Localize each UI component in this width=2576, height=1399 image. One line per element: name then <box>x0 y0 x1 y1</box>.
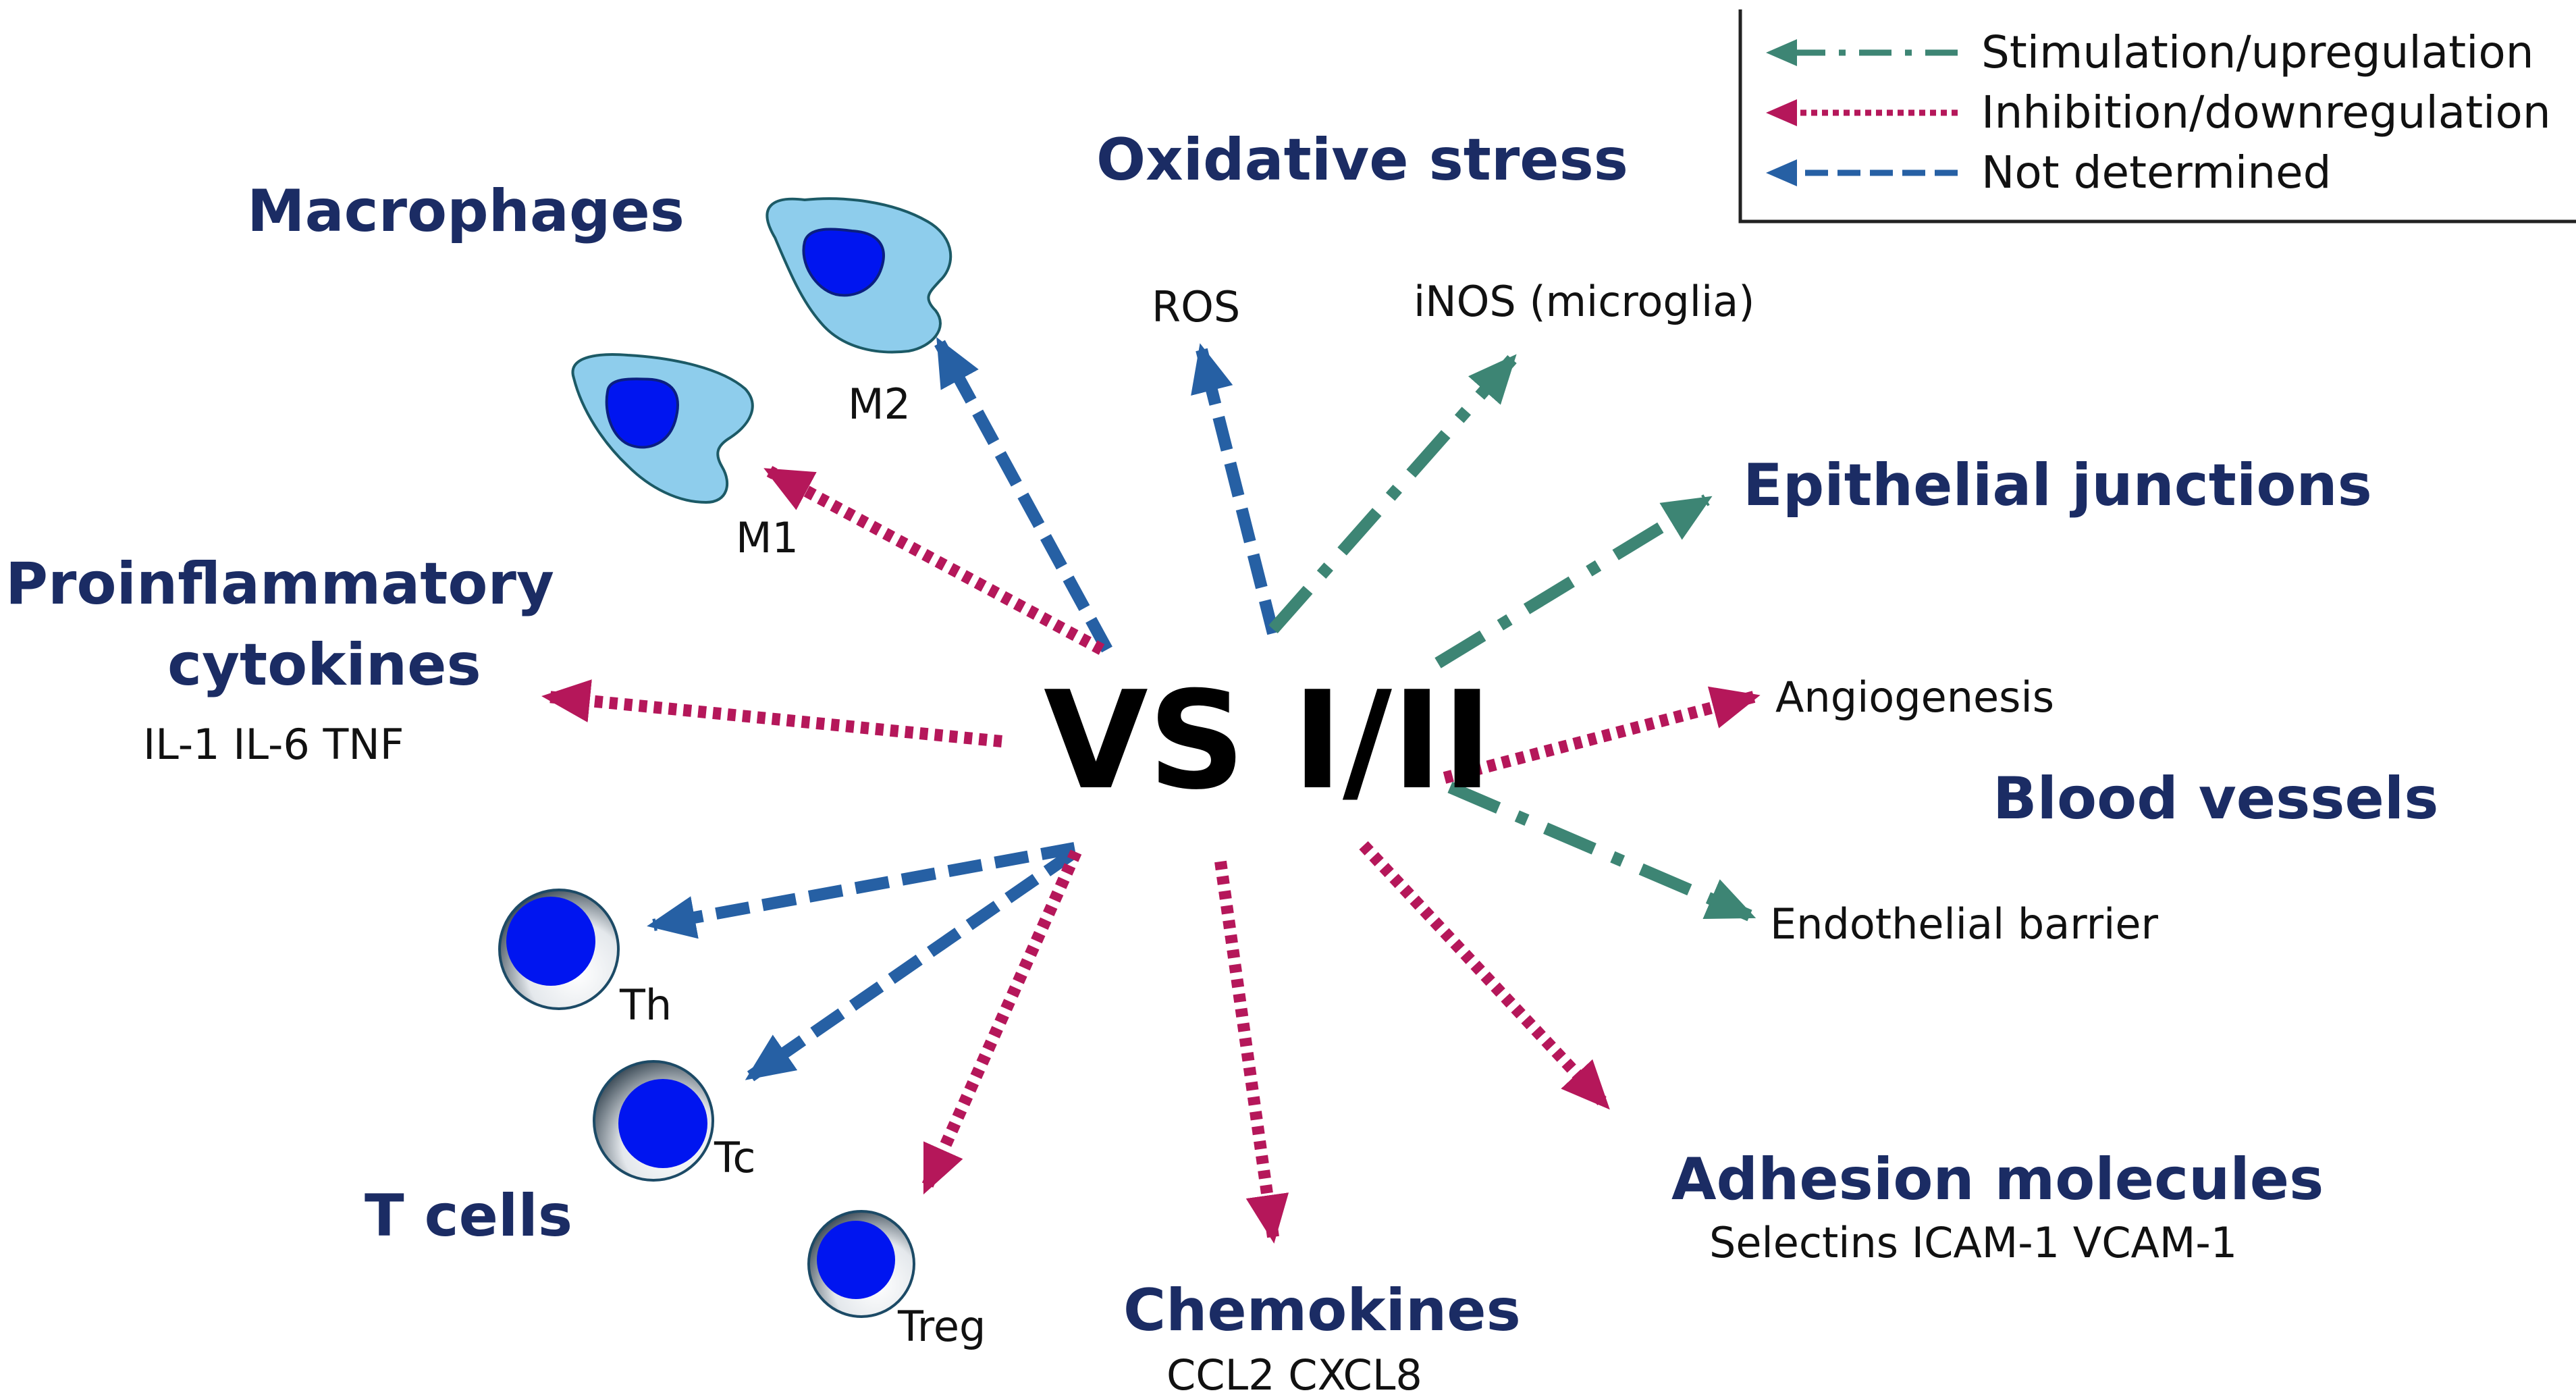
label-endothelial-barrier: Endothelial barrier <box>1770 899 2158 949</box>
arrow-to-proinflammatory-cytokines <box>541 679 1002 747</box>
center-label: VS I/II <box>1044 662 1493 820</box>
label-angiogenesis: Angiogenesis <box>1775 672 2054 722</box>
arrow-to-endothelial-barrier <box>1447 781 1756 922</box>
tc-cell-icon <box>593 1060 714 1182</box>
category-macrophages: Macrophages <box>247 178 685 245</box>
label-inos: iNOS (microglia) <box>1414 277 1754 326</box>
label-cytokine-list: IL-1 IL-6 TNF <box>143 720 404 769</box>
arrow-to-m2 <box>934 337 1112 653</box>
legend-item-not-determined: Not determined <box>1766 147 2332 199</box>
label-th: Th <box>619 980 672 1030</box>
legend-item-stimulation: Stimulation/upregulation <box>1766 26 2534 78</box>
category-proinflammatory-line2: cytokines <box>167 631 481 699</box>
arrow-to-ros <box>1191 343 1279 635</box>
arrow-to-th <box>647 842 1076 939</box>
arrow-to-m1 <box>763 466 1105 655</box>
legend: Stimulation/upregulation Inhibition/down… <box>1738 9 2576 223</box>
legend-label-not-determined: Not determined <box>1981 147 2332 199</box>
effect-arrows <box>541 337 1761 1244</box>
label-chemokine-list: CCL2 CXCL8 <box>1166 1350 1422 1399</box>
arrow-to-epithelial-junctions <box>1434 494 1713 668</box>
category-adhesion-molecules: Adhesion molecules <box>1671 1146 2324 1213</box>
arrow-to-tc <box>745 847 1079 1082</box>
macrophage-m1-cell-icon <box>571 353 754 504</box>
category-proinflammatory-line1: Proinflammatory <box>5 550 554 618</box>
category-blood-vessels: Blood vessels <box>1993 765 2438 833</box>
category-oxidative-stress: Oxidative stress <box>1096 126 1628 194</box>
category-t-cells: T cells <box>365 1182 572 1250</box>
legend-label-inhibition: Inhibition/downregulation <box>1981 86 2551 138</box>
legend-item-inhibition: Inhibition/downregulation <box>1766 86 2551 138</box>
label-tc: Tc <box>714 1133 755 1182</box>
legend-border <box>1738 9 2576 223</box>
label-ros: ROS <box>1152 282 1240 332</box>
label-adhesion-list: Selectins ICAM-1 VCAM-1 <box>1709 1218 2237 1267</box>
arrow-to-treg <box>920 849 1082 1195</box>
arrow-to-adhesion-molecules <box>1359 841 1610 1110</box>
label-treg: Treg <box>897 1302 986 1351</box>
label-m1: M1 <box>736 513 799 562</box>
arrow-to-chemokines <box>1214 860 1289 1244</box>
macrophage-m2-cell-icon <box>766 197 952 354</box>
category-chemokines: Chemokines <box>1123 1277 1521 1344</box>
category-epithelial-junctions: Epithelial junctions <box>1743 452 2372 519</box>
th-cell-icon <box>498 889 620 1010</box>
legend-label-stimulation: Stimulation/upregulation <box>1981 26 2534 78</box>
label-m2: M2 <box>848 379 911 429</box>
treg-cell-icon <box>807 1210 915 1318</box>
arrow-to-inos <box>1268 354 1517 633</box>
